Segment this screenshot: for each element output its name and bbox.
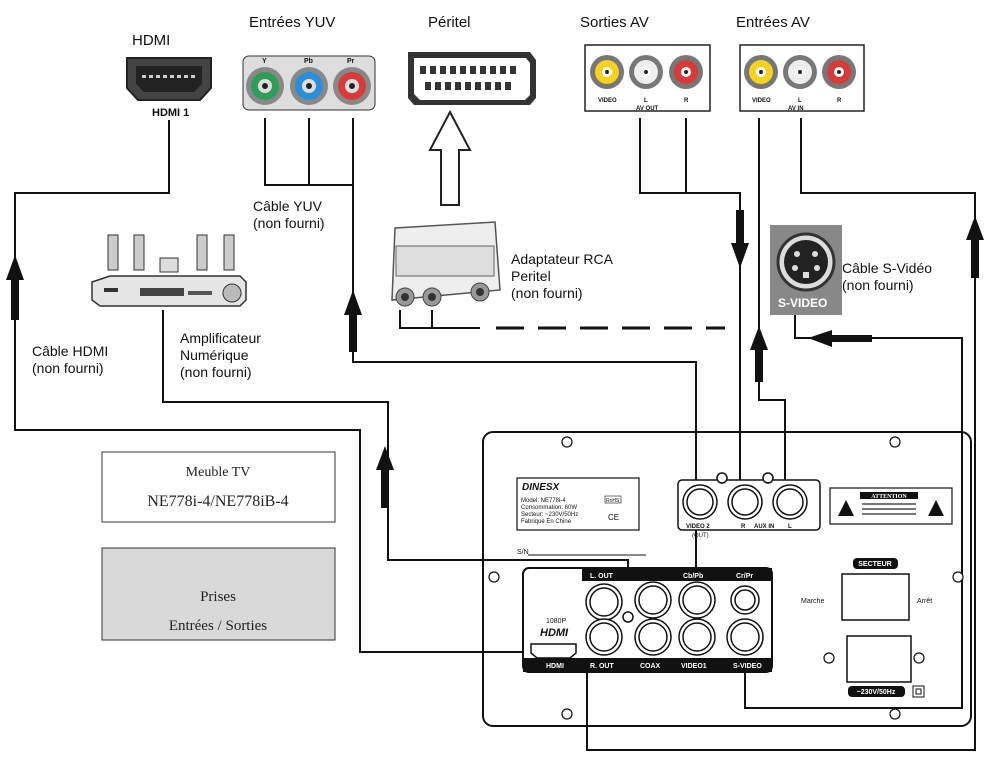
power-rating-label: ~230V/50Hz <box>857 689 896 696</box>
av-in-title: Entrées AV <box>736 14 810 31</box>
legend-box-ports <box>101 547 336 641</box>
av-out-r-label: R <box>684 98 689 104</box>
plate-mains: Secteur: ~230V/50Hz <box>521 512 578 518</box>
yuv-cable-label-2: (non fourni) <box>253 215 325 231</box>
video2-label: VIDEO 2 <box>686 524 710 530</box>
yuv-pb-label: Pb <box>304 58 313 65</box>
plate-made-in: Fabriqué En Chine <box>521 519 572 525</box>
hdmi-port-panel-label: HDMI <box>546 663 564 670</box>
svideo-connector-icon <box>770 225 842 315</box>
plate-consumption: Consommation: 60W <box>521 505 577 511</box>
amp-label-3: (non fourni) <box>180 364 252 380</box>
av-out-title: Sorties AV <box>580 14 649 31</box>
power-switch <box>841 573 910 621</box>
amp-label-2: Numérique <box>180 347 249 363</box>
secteur-label: SECTEUR <box>858 561 891 568</box>
ce-mark: CE <box>608 513 619 522</box>
hdmi-port-label: HDMI 1 <box>152 107 189 119</box>
aux-r-label: R <box>741 524 746 530</box>
av-in-caption: AV IN <box>788 106 804 112</box>
hdmi-connector-icon <box>126 57 212 101</box>
av-in-video-label: VIDEO <box>752 98 771 104</box>
hdmi-port-icon <box>530 643 577 659</box>
rohs-mark: RoHS <box>606 498 620 504</box>
back-panel <box>482 431 972 727</box>
yuv-jacks <box>242 55 376 111</box>
legend-box-tv-line1: Meuble TV <box>186 465 251 480</box>
rca-scart-adapter-icon <box>391 221 501 307</box>
coax-label: COAX <box>640 663 661 670</box>
legend-box-tv-line2: NE778i-4/NE778iB-4 <box>147 493 288 510</box>
av-out-video-label: VIDEO <box>598 98 617 104</box>
legend-box-tv <box>101 451 336 523</box>
legend-box-ports-line1: Prises <box>200 589 236 605</box>
yuv-title: Entrées YUV <box>249 14 335 31</box>
plate-model: Model: NE778i-4 <box>521 498 566 504</box>
amplifier-icon <box>91 234 247 307</box>
av-in-l-label: L <box>798 98 802 104</box>
rca-adapter-label-2: Peritel <box>511 268 551 284</box>
direction-arrows <box>6 210 984 508</box>
l-out-label: L. OUT <box>590 573 614 580</box>
io-jacks <box>585 581 764 656</box>
hdmi-logo-panel: HDMI <box>540 627 569 639</box>
scart-connector-icon <box>408 52 536 105</box>
power-inlet <box>846 635 912 683</box>
power-rating-badge <box>848 686 905 697</box>
r-out-label: R. OUT <box>590 663 614 670</box>
rca-adapter-label-3: (non fourni) <box>511 285 583 301</box>
panel-screws <box>488 436 964 720</box>
rating-plate <box>516 477 640 531</box>
secteur-badge <box>853 558 898 569</box>
aux-jacks <box>682 472 808 520</box>
av-out-jacks <box>584 44 711 112</box>
marche-label: Marche <box>801 598 824 605</box>
yuv-y-label: Y <box>262 58 267 65</box>
video2-out-label: (OUT) <box>692 533 709 539</box>
aux-in-label: AUX IN <box>754 524 774 530</box>
peritel-title: Péritel <box>428 14 471 31</box>
svideo-panel-label: S-VIDEO <box>733 663 762 670</box>
brand-logo: DINESX <box>522 482 561 493</box>
video1-label: VIDEO1 <box>681 663 707 670</box>
crpr-label: Cr/Pr <box>736 573 753 580</box>
hdmi-cable-label-1: Câble HDMI <box>32 343 108 359</box>
up-arrow-outline <box>428 109 472 206</box>
svideo-logo-label: S-VIDEO <box>778 296 827 310</box>
svideo-cable-label-1: Câble S-Vidéo <box>842 260 932 276</box>
svideo-cable-label-2: (non fourni) <box>842 277 914 293</box>
warning-icon <box>928 500 944 516</box>
hdmi-title: HDMI <box>132 32 170 49</box>
rca-adapter-label-1: Adaptateur RCA <box>511 251 614 267</box>
av-out-l-label: L <box>644 98 648 104</box>
av-out-caption: AV OUT <box>636 106 659 112</box>
legend-box-ports-line2: Entrées / Sorties <box>169 618 267 634</box>
hdmi-cable-label-2: (non fourni) <box>32 360 104 376</box>
cbpb-label: Cb/Pb <box>683 573 703 580</box>
serial-number-label: S/N <box>517 549 529 556</box>
aux-l-label: L <box>788 524 792 530</box>
p1080-label: 1080P <box>546 618 567 625</box>
av-in-r-label: R <box>837 98 842 104</box>
yuv-cable-label-1: Câble YUV <box>253 198 323 214</box>
warning-icon <box>838 500 854 516</box>
amp-label-1: Amplificateur <box>180 330 261 346</box>
yuv-pr-label: Pr <box>347 58 355 65</box>
av-in-jacks <box>739 44 865 112</box>
arret-label: Arrêt <box>917 598 932 605</box>
attention-title: ATTENTION <box>871 494 907 500</box>
